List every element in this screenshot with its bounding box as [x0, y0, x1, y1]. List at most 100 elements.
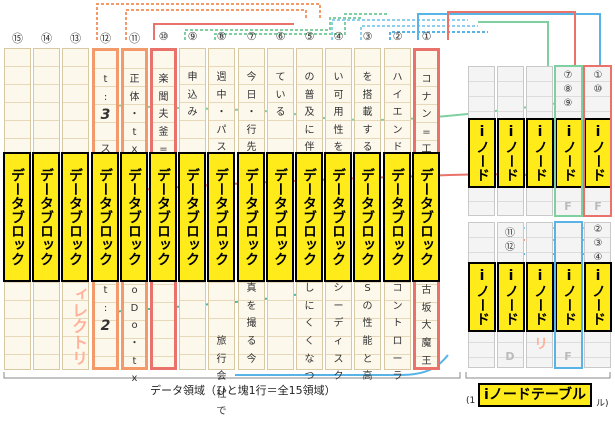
column-number: ⑫ — [100, 32, 111, 45]
cell-text: の — [304, 72, 315, 83]
data-block-label: データブロック — [178, 152, 206, 282]
cell-text: ド — [392, 142, 403, 154]
cell-text: ・ — [129, 109, 140, 121]
arrow-red-top-right — [447, 11, 576, 70]
cell-text: 王 — [421, 355, 432, 367]
inode-label: iノード — [526, 262, 554, 332]
cell-text: 日 — [246, 89, 257, 101]
cell-text: 古 — [421, 285, 432, 297]
data-block-label: データブロック — [412, 152, 440, 282]
cell-text: 性 — [362, 318, 373, 330]
column-number: ⑧ — [216, 30, 227, 43]
cell-text: : — [103, 91, 108, 103]
column-number: ⑤ — [304, 30, 315, 43]
cell-text: 行 — [246, 124, 257, 136]
data-block-label: データブロック — [32, 152, 60, 282]
cell-text: = — [422, 126, 431, 138]
column-number: ① — [421, 30, 432, 43]
ghost-directory-text-right: リ — [532, 336, 548, 350]
cell-text: x — [131, 373, 138, 385]
cell-text: ・ — [216, 107, 227, 119]
cell-text: x — [131, 144, 138, 156]
cell-text: 体 — [129, 91, 140, 103]
cell-text: t — [132, 126, 137, 138]
cell-text: を — [246, 300, 257, 312]
inode-table-side-right: ル) — [596, 399, 609, 409]
cell-text: 3 — [100, 107, 111, 124]
cell-text: ラ — [392, 371, 403, 383]
cell-text: つ — [304, 371, 315, 383]
data-block-label: データブロック — [207, 152, 235, 282]
inode-label: iノード — [468, 118, 496, 188]
cell-text: を — [333, 142, 344, 154]
column-number: ② — [392, 30, 403, 43]
cell-text: t — [103, 74, 108, 85]
diagram-stage: ⑮データブロック⑭データブロック⑬データブロック⑫t:3ストt:2データブロック… — [3, 3, 612, 417]
cell-text: パ — [216, 124, 227, 136]
inode-label: iノード — [497, 118, 525, 188]
cell-text: 及 — [304, 107, 315, 119]
inode-type-letter: D — [505, 350, 515, 363]
cell-text: ・ — [129, 338, 140, 349]
cell-text: 今 — [246, 353, 257, 365]
cell-text: 中 — [216, 89, 227, 101]
cell-text: ス — [100, 144, 111, 156]
arrow-green-top — [184, 17, 362, 40]
inode-label: iノード — [584, 118, 612, 188]
cell-text: D — [130, 302, 139, 314]
cell-text: る — [275, 107, 286, 119]
inode-highlight-frame — [583, 65, 612, 217]
cell-text: 申 — [187, 72, 198, 83]
cell-text: を — [362, 72, 373, 83]
column-number: ⑩ — [158, 30, 169, 43]
line-blue-bottom — [235, 354, 449, 376]
inode-table-side-left: (1 — [466, 396, 476, 406]
cell-text: 坂 — [421, 302, 432, 314]
cell-text: 搭 — [362, 89, 373, 101]
inode-ref-number: ⑦ — [563, 70, 573, 81]
inode-label: iノード — [584, 262, 612, 332]
inode-label: iノード — [497, 262, 525, 332]
inode-label: iノード — [526, 118, 554, 188]
cell-text: エ — [392, 107, 403, 119]
arrow-green-top-2 — [214, 13, 388, 40]
data-block-label: データブロック — [295, 152, 323, 282]
data-block-label: データブロック — [353, 152, 381, 282]
cell-text: 真 — [246, 283, 257, 295]
cell-text: 先 — [246, 142, 257, 154]
cell-text: 普 — [304, 89, 315, 101]
cell-text: ス — [333, 353, 344, 365]
inode-ref-number: ⑫ — [505, 242, 515, 253]
cell-text: く — [304, 336, 315, 347]
cell-text: コ — [421, 74, 432, 85]
cell-text: て — [275, 72, 286, 83]
cell-text: 会 — [216, 371, 227, 383]
cell-text: ン — [392, 300, 403, 312]
cell-text: コ — [392, 283, 403, 295]
column-number: ⑥ — [275, 30, 286, 43]
cell-text: に — [304, 124, 315, 136]
cell-text: 今 — [246, 72, 257, 83]
data-block-label: データブロック — [149, 152, 177, 282]
inode-ref-number: ② — [593, 224, 603, 235]
cell-text: t — [103, 285, 108, 297]
column-number: ④ — [333, 30, 344, 43]
cell-text: と — [362, 353, 373, 365]
cell-text: で — [216, 406, 227, 418]
cell-text: 工 — [421, 144, 432, 156]
cell-text: ク — [333, 371, 344, 383]
inode-type-letter: F — [594, 200, 602, 213]
cell-text: 載 — [362, 107, 373, 119]
cell-text: デ — [333, 318, 344, 330]
cell-text: 伴 — [304, 142, 315, 154]
cell-text: る — [362, 142, 373, 154]
cell-text: 高 — [362, 371, 373, 383]
cell-text: 釜 — [158, 126, 169, 138]
data-block-label: データブロック — [61, 152, 89, 282]
cell-text: 旅 — [216, 336, 227, 347]
cell-text: ー — [392, 353, 403, 365]
cell-text: ン — [392, 124, 403, 136]
cell-text: 週 — [216, 72, 227, 83]
inode-ref-number: ① — [593, 70, 603, 81]
cell-text: の — [362, 300, 373, 312]
